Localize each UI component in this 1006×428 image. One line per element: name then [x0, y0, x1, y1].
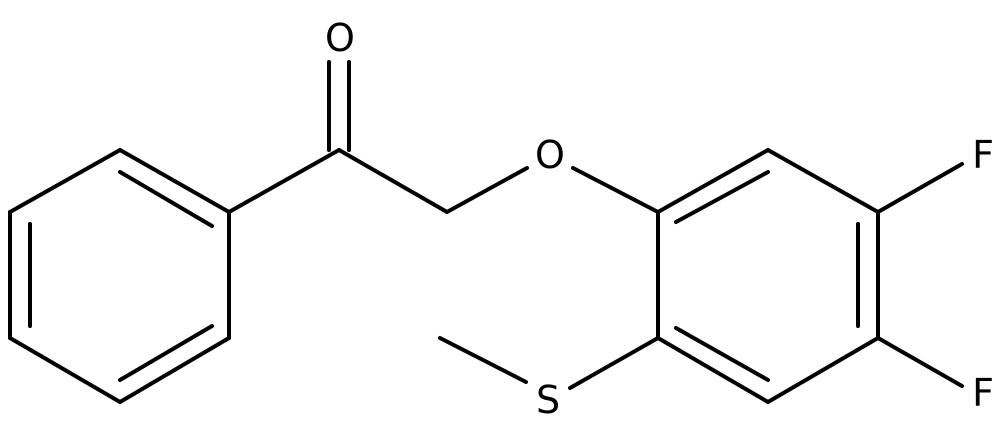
- bond-phenyl-2: [8, 148, 122, 214]
- bond-ring-to-fluorine-upper: [876, 162, 964, 214]
- bond-phenyl-5-inner: [118, 324, 214, 382]
- bond-ether-o-to-ring: [571, 166, 660, 214]
- bond-ring-to-sulfur: [568, 336, 660, 390]
- phenyl-ring: [8, 148, 231, 404]
- bond-phenyl-1: [118, 148, 231, 214]
- substituents: [438, 162, 964, 390]
- bond-phenyl-4: [8, 336, 122, 404]
- bond-sulfur-to-methyl: [438, 336, 528, 384]
- bond-ch2-to-ether-o: [445, 166, 529, 214]
- bond-carbonyl-to-ch2: [337, 148, 449, 214]
- bond-ring2-5: [656, 336, 770, 404]
- bond-ring2-1: [656, 148, 770, 214]
- atom-label-fluorine-upper: F: [972, 133, 994, 177]
- atom-label-ether-oxygen: O: [535, 133, 565, 177]
- bond-phenyl-1-inner: [118, 170, 214, 228]
- bond-ring-to-fluorine-lower: [876, 336, 964, 388]
- bond-ring2-4: [766, 336, 880, 404]
- atom-labels: O O F F S: [325, 16, 994, 422]
- ketone-linker: [227, 60, 660, 214]
- atom-label-sulfur: S: [536, 378, 560, 422]
- bond-ring2-5-inner: [674, 326, 770, 382]
- atom-label-carbonyl-oxygen: O: [325, 16, 355, 60]
- atom-label-fluorine-lower: F: [972, 371, 994, 415]
- bond-ring2-1-inner: [674, 170, 770, 224]
- substituted-phenyl-ring: [656, 148, 880, 404]
- bond-ring2-2: [766, 148, 880, 214]
- bond-phenyl-to-carbonyl: [227, 148, 341, 214]
- bond-phenyl-5: [118, 336, 231, 404]
